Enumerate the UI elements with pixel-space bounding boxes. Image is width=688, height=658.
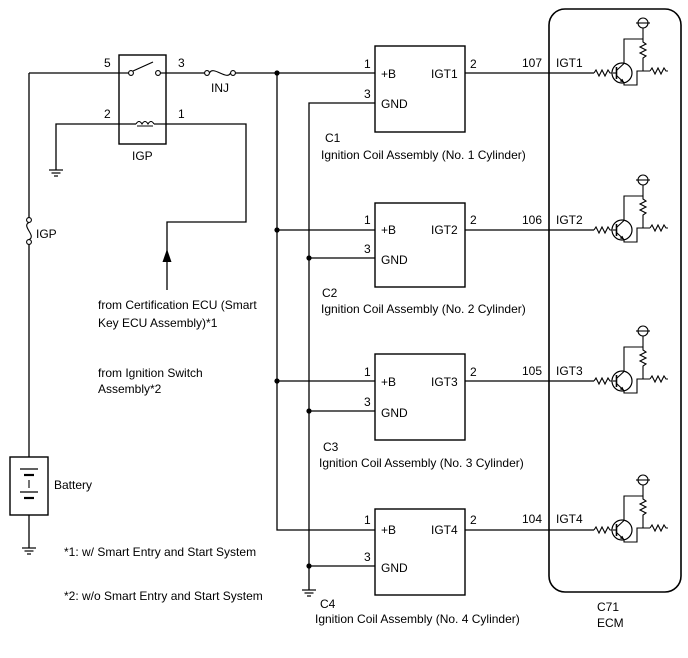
battery-label: Battery: [54, 478, 92, 492]
inj-fuse: [204, 70, 236, 76]
coil-3-pin-igt: 2: [470, 365, 477, 379]
coil-1-ecm-signal: IGT1: [556, 56, 583, 70]
coil-3-pin-gnd: 3: [364, 395, 371, 409]
coil-3-label-igt: IGT3: [431, 375, 458, 389]
coil-1-pin-igt: 2: [470, 57, 477, 71]
coil-4-pin-igt: 2: [470, 513, 477, 527]
coil-1-ecm-pin: 107: [522, 56, 542, 70]
coil-4-name: Ignition Coil Assembly (No. 4 Cylinder): [315, 612, 520, 626]
coil-1-pin-b: 1: [364, 57, 371, 71]
coil-2-name: Ignition Coil Assembly (No. 2 Cylinder): [321, 302, 526, 316]
note-certification-line1: from Certification ECU (Smart: [98, 298, 257, 312]
relay-pin-5: 5: [104, 56, 111, 70]
coil-4-pin-b: 1: [364, 513, 371, 527]
coil-4-ecm-pin: 104: [522, 512, 542, 526]
power-supply-section: IGP Battery: [9, 54, 277, 555]
coil-1-label-gnd: GND: [381, 97, 408, 111]
arrow-up-icon: [162, 249, 172, 262]
coil-1-pin-gnd: 3: [364, 87, 371, 101]
igp-fuse: [26, 217, 32, 245]
note-ignition-line2: Assembly*2: [98, 382, 162, 396]
ground-symbol-battery: [22, 547, 36, 555]
ignition-coil-1: 1 3 2 +B GND IGT1 C1 Ignition Coil Assem…: [321, 45, 594, 162]
footnote-1: *1: w/ Smart Entry and Start System: [64, 545, 256, 559]
coil-3-ecm-pin: 105: [522, 364, 542, 378]
inj-fuse-label: INJ: [211, 81, 229, 95]
ignition-coil-4: 1 3 2 +B GND IGT4 C4 Ignition Coil Assem…: [315, 508, 594, 626]
ignition-coil-3: 1 3 2 +B GND IGT3 C3 Ignition Coil Assem…: [319, 353, 594, 470]
coil-3-label-gnd: GND: [381, 406, 408, 420]
ecm-connector: C71: [597, 600, 619, 614]
coil-2-pin-gnd: 3: [364, 242, 371, 256]
bus-lines: [274, 70, 375, 597]
relay-pin-3: 3: [178, 56, 185, 70]
coil-4-pin-gnd: 3: [364, 550, 371, 564]
coil-3-ecm-signal: IGT3: [556, 364, 583, 378]
coil-2-ecm-signal: IGT2: [556, 213, 583, 227]
coil-4-label-gnd: GND: [381, 561, 408, 575]
coil-2-label-b: +B: [381, 223, 396, 237]
coil-1-connector: C1: [325, 131, 341, 145]
battery: [9, 456, 49, 516]
ignition-coil-2: 1 3 2 +B GND IGT2 C2 Ignition Coil Assem…: [321, 202, 594, 316]
coil-2-connector: C2: [322, 286, 338, 300]
note-ignition-line1: from Ignition Switch: [98, 366, 203, 380]
coil-1-label-igt: IGT1: [431, 67, 458, 81]
relay-label: IGP: [132, 149, 153, 163]
ecm-label: ECM: [597, 616, 624, 630]
igp-fuse-label: IGP: [36, 227, 57, 241]
note-certification-line2: Key ECU Assembly)*1: [98, 316, 218, 330]
coil-3-connector: C3: [323, 440, 339, 454]
ecm-driver-igt4: [593, 474, 669, 543]
coil-2-pin-igt: 2: [470, 213, 477, 227]
coil-4-label-b: +B: [381, 523, 396, 537]
coil-2-label-gnd: GND: [381, 253, 408, 267]
ecm-driver-igt2: [593, 174, 669, 243]
igp-relay: [118, 54, 167, 145]
coil-4-label-igt: IGT4: [431, 523, 458, 537]
coil-3-pin-b: 1: [364, 365, 371, 379]
coil-3-label-b: +B: [381, 375, 396, 389]
coil-1-name: Ignition Coil Assembly (No. 1 Cylinder): [321, 148, 526, 162]
relay-pin-1: 1: [178, 107, 185, 121]
relay-pin-2: 2: [104, 107, 111, 121]
coil-2-ecm-pin: 106: [522, 213, 542, 227]
coil-2-pin-b: 1: [364, 213, 371, 227]
coil-4-ecm-signal: IGT4: [556, 512, 583, 526]
ground-symbol-coils: [302, 589, 316, 597]
footnote-2: *2: w/o Smart Entry and Start System: [64, 589, 263, 603]
coil-2-label-igt: IGT2: [431, 223, 458, 237]
coil-4-connector: C4: [320, 597, 336, 611]
ecm-driver-igt1: [593, 17, 669, 86]
ecm-driver-igt3: [593, 325, 669, 394]
ground-symbol-relay: [49, 169, 63, 177]
coil-3-name: Ignition Coil Assembly (No. 3 Cylinder): [319, 456, 524, 470]
ecm-box: [548, 8, 682, 593]
coil-1-label-b: +B: [381, 67, 396, 81]
